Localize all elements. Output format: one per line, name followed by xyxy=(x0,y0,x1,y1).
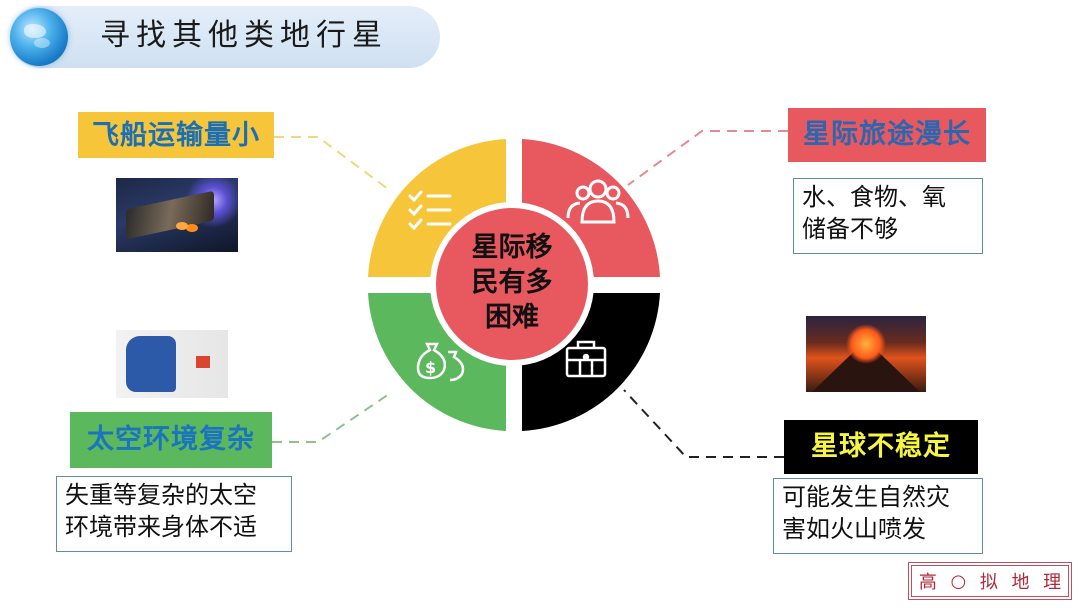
connector-journey xyxy=(627,130,788,186)
topic-label-environment: 太空环境复杂 xyxy=(70,412,272,468)
topic-label-journey: 星际旅途漫长 xyxy=(788,108,986,162)
topic-label-transport: 飞船运输量小 xyxy=(78,112,274,158)
description-line: 失重等复杂的太空 xyxy=(65,481,257,509)
svg-text:$: $ xyxy=(425,358,436,377)
topic-label-planet: 星球不稳定 xyxy=(784,420,978,474)
volcano-photo xyxy=(806,316,926,392)
money-bag-icon: $ xyxy=(416,342,465,382)
topic-description-journey: 水、食物、氧 储备不够 xyxy=(793,178,983,254)
center-title-line-2: 民有多 xyxy=(472,267,553,298)
spaceship-photo xyxy=(116,178,238,252)
topic-description-planet: 可能发生自然灾 害如火山喷发 xyxy=(773,478,983,554)
center-title-line-1: 星际移 xyxy=(472,232,553,263)
page-title: 寻找其他类地行星 xyxy=(100,18,388,53)
stamp-char: 拟 xyxy=(979,572,998,593)
globe-icon xyxy=(10,8,68,66)
description-line: 环境带来身体不适 xyxy=(65,513,257,541)
description-line: 害如火山喷发 xyxy=(782,515,926,543)
description-line: 水、食物、氧 xyxy=(802,183,946,211)
connector-transport xyxy=(274,136,393,193)
connector-environment xyxy=(272,391,393,443)
center-title-line-3: 困难 xyxy=(485,302,539,333)
people-icon xyxy=(566,179,630,224)
description-line: 储备不够 xyxy=(802,215,898,243)
title-bar xyxy=(10,6,440,68)
description-line: 可能发生自然灾 xyxy=(782,483,950,511)
stamp-char: 高 xyxy=(918,572,937,593)
stamp-char: ○ xyxy=(950,570,967,592)
watermark-stamp: 高 ○ 拟 地 理 xyxy=(908,562,1072,600)
stamp-char: 地 xyxy=(1011,572,1030,593)
topic-description-environment: 失重等复杂的太空 环境带来身体不适 xyxy=(56,476,292,552)
stamp-char: 理 xyxy=(1043,572,1062,593)
astronaut-photo xyxy=(116,330,228,398)
briefcase-icon xyxy=(565,340,607,378)
checklist-icon xyxy=(408,190,452,231)
connector-planet xyxy=(623,389,784,458)
